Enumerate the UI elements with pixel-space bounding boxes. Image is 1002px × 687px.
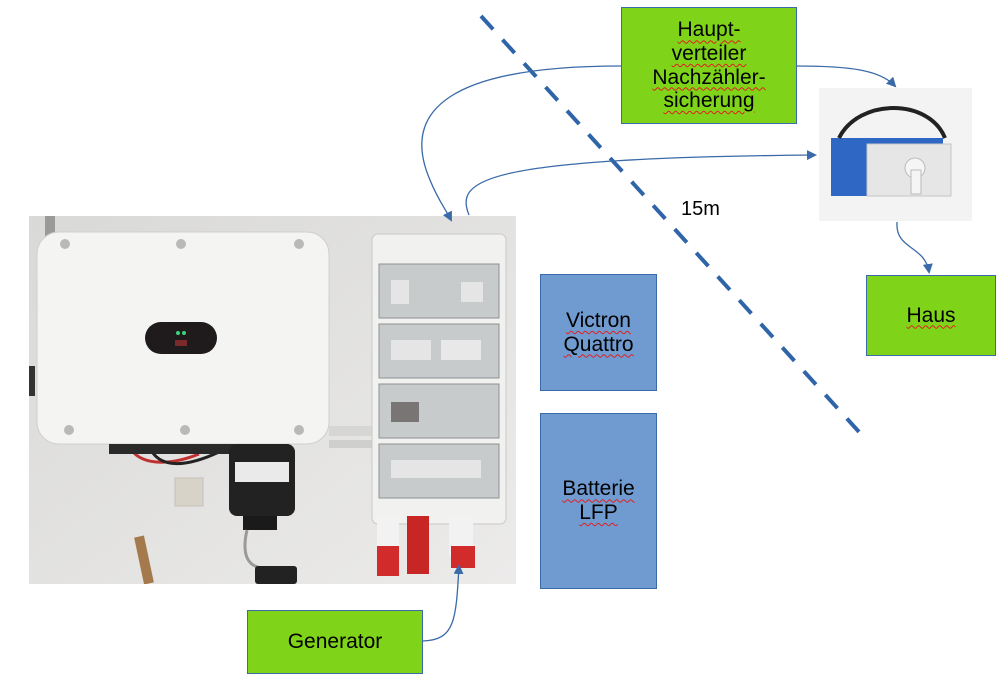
haus-label: Haus xyxy=(906,303,956,327)
distribution-cabinet xyxy=(371,233,507,576)
installation-photo xyxy=(29,216,516,584)
haus-box: Haus xyxy=(866,275,996,356)
distance-label: 15m xyxy=(681,198,720,220)
batterie-line-1: Batterie xyxy=(562,477,635,501)
smart-meter xyxy=(229,444,295,570)
connector-generator-to-cabinet xyxy=(422,564,464,642)
batterie-lfp-box: Batterie LFP xyxy=(540,413,657,589)
hauptverteiler-box: Haupt- verteiler Nachzähler- sicherung xyxy=(621,7,797,124)
connector-cabinet-to-switch xyxy=(465,150,817,216)
hauptverteiler-line-2: verteiler xyxy=(671,41,747,65)
hauptverteiler-line-1: Haupt- xyxy=(677,18,741,42)
batterie-line-2: LFP xyxy=(579,501,618,524)
connector-switch-to-haus xyxy=(896,221,933,274)
victron-quattro-box: Victron Quattro xyxy=(540,274,657,391)
inverter xyxy=(36,231,330,445)
victron-line-2: Quattro xyxy=(563,332,634,356)
generator-box: Generator xyxy=(247,610,423,674)
victron-line-1: Victron xyxy=(566,308,631,332)
connector-hauptverteiler-to-switch xyxy=(795,65,897,88)
connector-hauptverteiler-to-cabinet xyxy=(421,65,622,222)
hauptverteiler-line-3: Nachzähler- xyxy=(652,65,766,89)
hauptverteiler-line-4: sicherung xyxy=(663,89,755,113)
changeover-switch-photo xyxy=(819,88,972,221)
generator-label: Generator xyxy=(287,630,383,654)
